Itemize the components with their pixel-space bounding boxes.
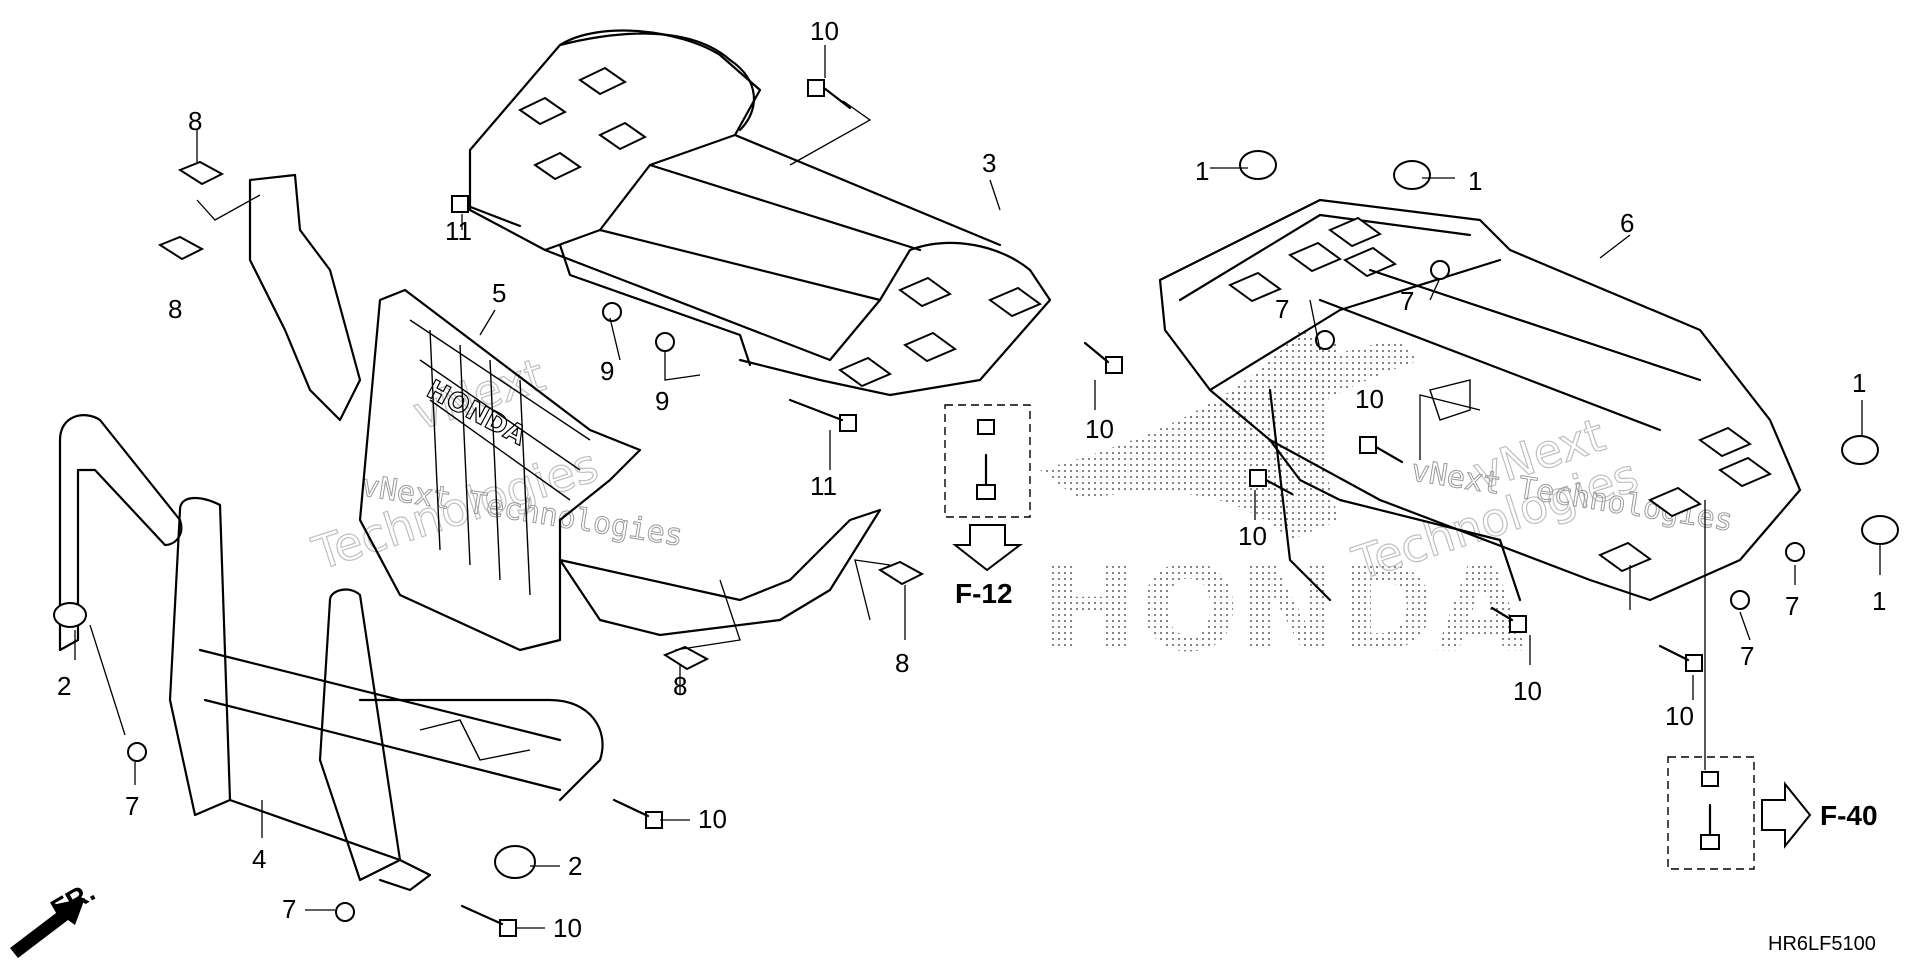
nut-icon bbox=[655, 332, 675, 352]
callout-1: 1 bbox=[1872, 586, 1886, 616]
front-side-bracket bbox=[248, 173, 362, 422]
callout-10: 10 bbox=[1665, 701, 1694, 731]
callout-10: 10 bbox=[1355, 384, 1384, 414]
callout-9: 9 bbox=[600, 356, 614, 386]
cap-icon bbox=[1239, 150, 1277, 180]
rear-carrier-rack bbox=[1158, 198, 1802, 602]
callout-3: 3 bbox=[982, 148, 996, 178]
callout-numbers: 10 8 8 11 3 5 9 9 10 11 F-12 1 1 6 7 7 1… bbox=[57, 16, 1886, 943]
nut-icon bbox=[127, 742, 147, 762]
reference-arrow-icon bbox=[1761, 781, 1812, 849]
callout-6: 6 bbox=[1620, 208, 1634, 238]
front-carrier-rack bbox=[468, 29, 1052, 397]
callout-11: 11 bbox=[445, 216, 472, 246]
nut-icon bbox=[1430, 260, 1450, 280]
bolt-icon bbox=[451, 195, 522, 228]
callout-1: 1 bbox=[1468, 166, 1482, 196]
callout-8: 8 bbox=[673, 671, 687, 701]
nut-icon bbox=[1315, 330, 1335, 350]
callout-9: 9 bbox=[655, 386, 669, 416]
callout-8: 8 bbox=[895, 648, 909, 678]
honda-logo-text: HONDA bbox=[1040, 540, 1527, 678]
clip-icon bbox=[662, 645, 710, 671]
callout-2: 2 bbox=[568, 851, 582, 881]
reference-box-f12 bbox=[944, 404, 1031, 518]
cap-icon bbox=[1861, 515, 1899, 545]
callout-8: 8 bbox=[168, 294, 182, 324]
reference-arrow-icon bbox=[952, 524, 1023, 572]
callout-10: 10 bbox=[1238, 521, 1267, 551]
ref-f40: F-40 bbox=[1820, 800, 1878, 831]
honda-wing-logo: HONDA bbox=[1040, 330, 1527, 678]
nut-icon bbox=[1730, 590, 1750, 610]
bolt-icon bbox=[807, 79, 852, 110]
nut-icon bbox=[335, 902, 355, 922]
bolt-icon bbox=[1083, 341, 1123, 374]
callout-7: 7 bbox=[282, 894, 296, 924]
callout-7: 7 bbox=[1785, 591, 1799, 621]
callout-10: 10 bbox=[553, 913, 582, 943]
diagram-code: HR6LF5100 bbox=[1768, 933, 1876, 955]
callout-7: 7 bbox=[125, 791, 139, 821]
callout-10: 10 bbox=[1513, 676, 1542, 706]
callout-7: 7 bbox=[1740, 641, 1754, 671]
front-direction-arrow-icon bbox=[10, 898, 85, 958]
cap-icon bbox=[53, 602, 87, 628]
clip-icon bbox=[877, 560, 925, 586]
clip-icon bbox=[157, 235, 205, 261]
callout-2: 2 bbox=[57, 671, 71, 701]
bolt-icon bbox=[1490, 606, 1527, 633]
front-bumper bbox=[58, 414, 604, 892]
callout-7: 7 bbox=[1275, 294, 1289, 324]
callout-7: 7 bbox=[1400, 286, 1414, 316]
bolt-icon bbox=[612, 798, 663, 829]
reference-box-f40 bbox=[1667, 756, 1755, 870]
ref-f12: F-12 bbox=[955, 578, 1013, 609]
callout-5: 5 bbox=[492, 278, 506, 308]
callout-11: 11 bbox=[810, 471, 837, 501]
front-panel: HONDA bbox=[358, 288, 882, 652]
nut-icon bbox=[602, 302, 622, 322]
bolt-icon bbox=[1359, 436, 1404, 464]
bolt-icon bbox=[460, 904, 517, 937]
callout-10: 10 bbox=[810, 16, 839, 46]
nut-icon bbox=[1785, 542, 1805, 562]
callout-10: 10 bbox=[698, 804, 727, 834]
callout-10: 10 bbox=[1085, 414, 1114, 444]
cap-icon bbox=[1393, 160, 1431, 190]
callout-1: 1 bbox=[1195, 156, 1209, 186]
callout-8: 8 bbox=[188, 106, 202, 136]
callout-1: 1 bbox=[1852, 368, 1866, 398]
cap-icon bbox=[494, 845, 536, 879]
leader-lines bbox=[74, 45, 1881, 929]
bolt-icon bbox=[1658, 644, 1703, 672]
clip-icon bbox=[177, 160, 225, 186]
callout-4: 4 bbox=[252, 844, 266, 874]
fasteners bbox=[53, 79, 1899, 937]
watermark-left: vNext Technologies vNext Technologies bbox=[305, 347, 686, 581]
bolt-icon bbox=[788, 398, 857, 432]
cap-icon bbox=[1841, 435, 1879, 465]
bolt-icon bbox=[1249, 469, 1294, 496]
